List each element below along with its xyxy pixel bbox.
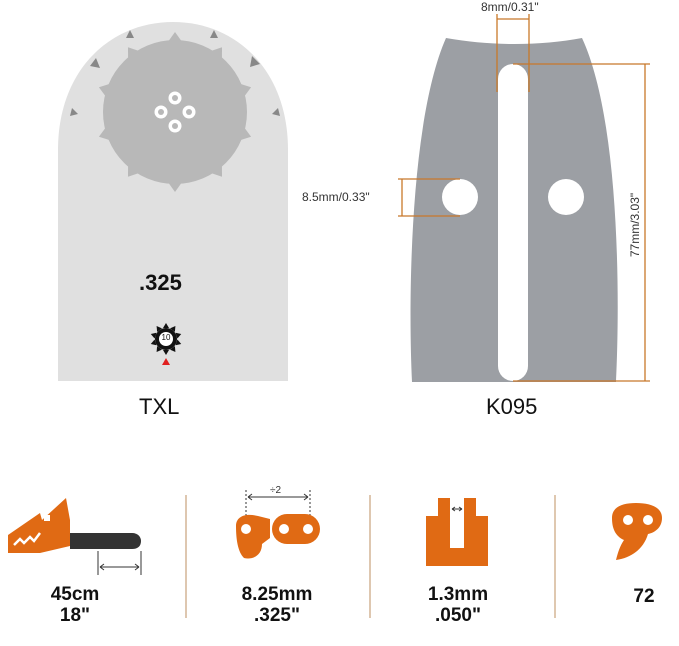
slot-length-label: 77mm/3.03" — [628, 192, 643, 258]
spec-dividers — [185, 495, 556, 618]
dimension-lines — [398, 14, 650, 382]
chainsaw-icon — [8, 498, 142, 575]
k095-hole-right — [548, 179, 584, 215]
gauge-icon — [426, 498, 488, 566]
sprocket-icon — [150, 323, 182, 355]
k095-hole-left — [442, 179, 478, 215]
hole-label: 8.5mm/0.33" — [302, 190, 370, 204]
chain-link-icon — [236, 490, 320, 559]
drive-links-count: 72 — [633, 586, 655, 607]
gauge-imperial: .050" — [435, 605, 481, 626]
k095-name: K095 — [486, 394, 538, 419]
pitch-metric: 8.25mm — [241, 584, 313, 605]
pitch-label: .325 — [139, 270, 182, 295]
bar-length-imperial: 18" — [59, 605, 91, 626]
drive-link-icon — [612, 503, 662, 560]
drive-links-spec: 72 — [604, 586, 679, 607]
pitch-spec: 8.25mm .325" — [222, 584, 332, 626]
red-marker-icon — [162, 358, 170, 365]
k095-slot — [498, 64, 528, 381]
divide-label: ÷2 — [270, 485, 282, 496]
teeth-count: 10 — [161, 333, 171, 342]
pitch-imperial: .325" — [254, 605, 300, 626]
gauge-spec: 1.3mm .050" — [408, 584, 508, 626]
gauge-metric: 1.3mm — [427, 584, 489, 605]
slot-width-label: 8mm/0.31" — [481, 0, 539, 14]
txl-name: TXL — [139, 394, 180, 419]
bar-length-metric: 45cm — [50, 584, 100, 605]
bar-length-spec: 45cm 18" — [30, 584, 120, 626]
txl-sprocket — [70, 30, 280, 192]
